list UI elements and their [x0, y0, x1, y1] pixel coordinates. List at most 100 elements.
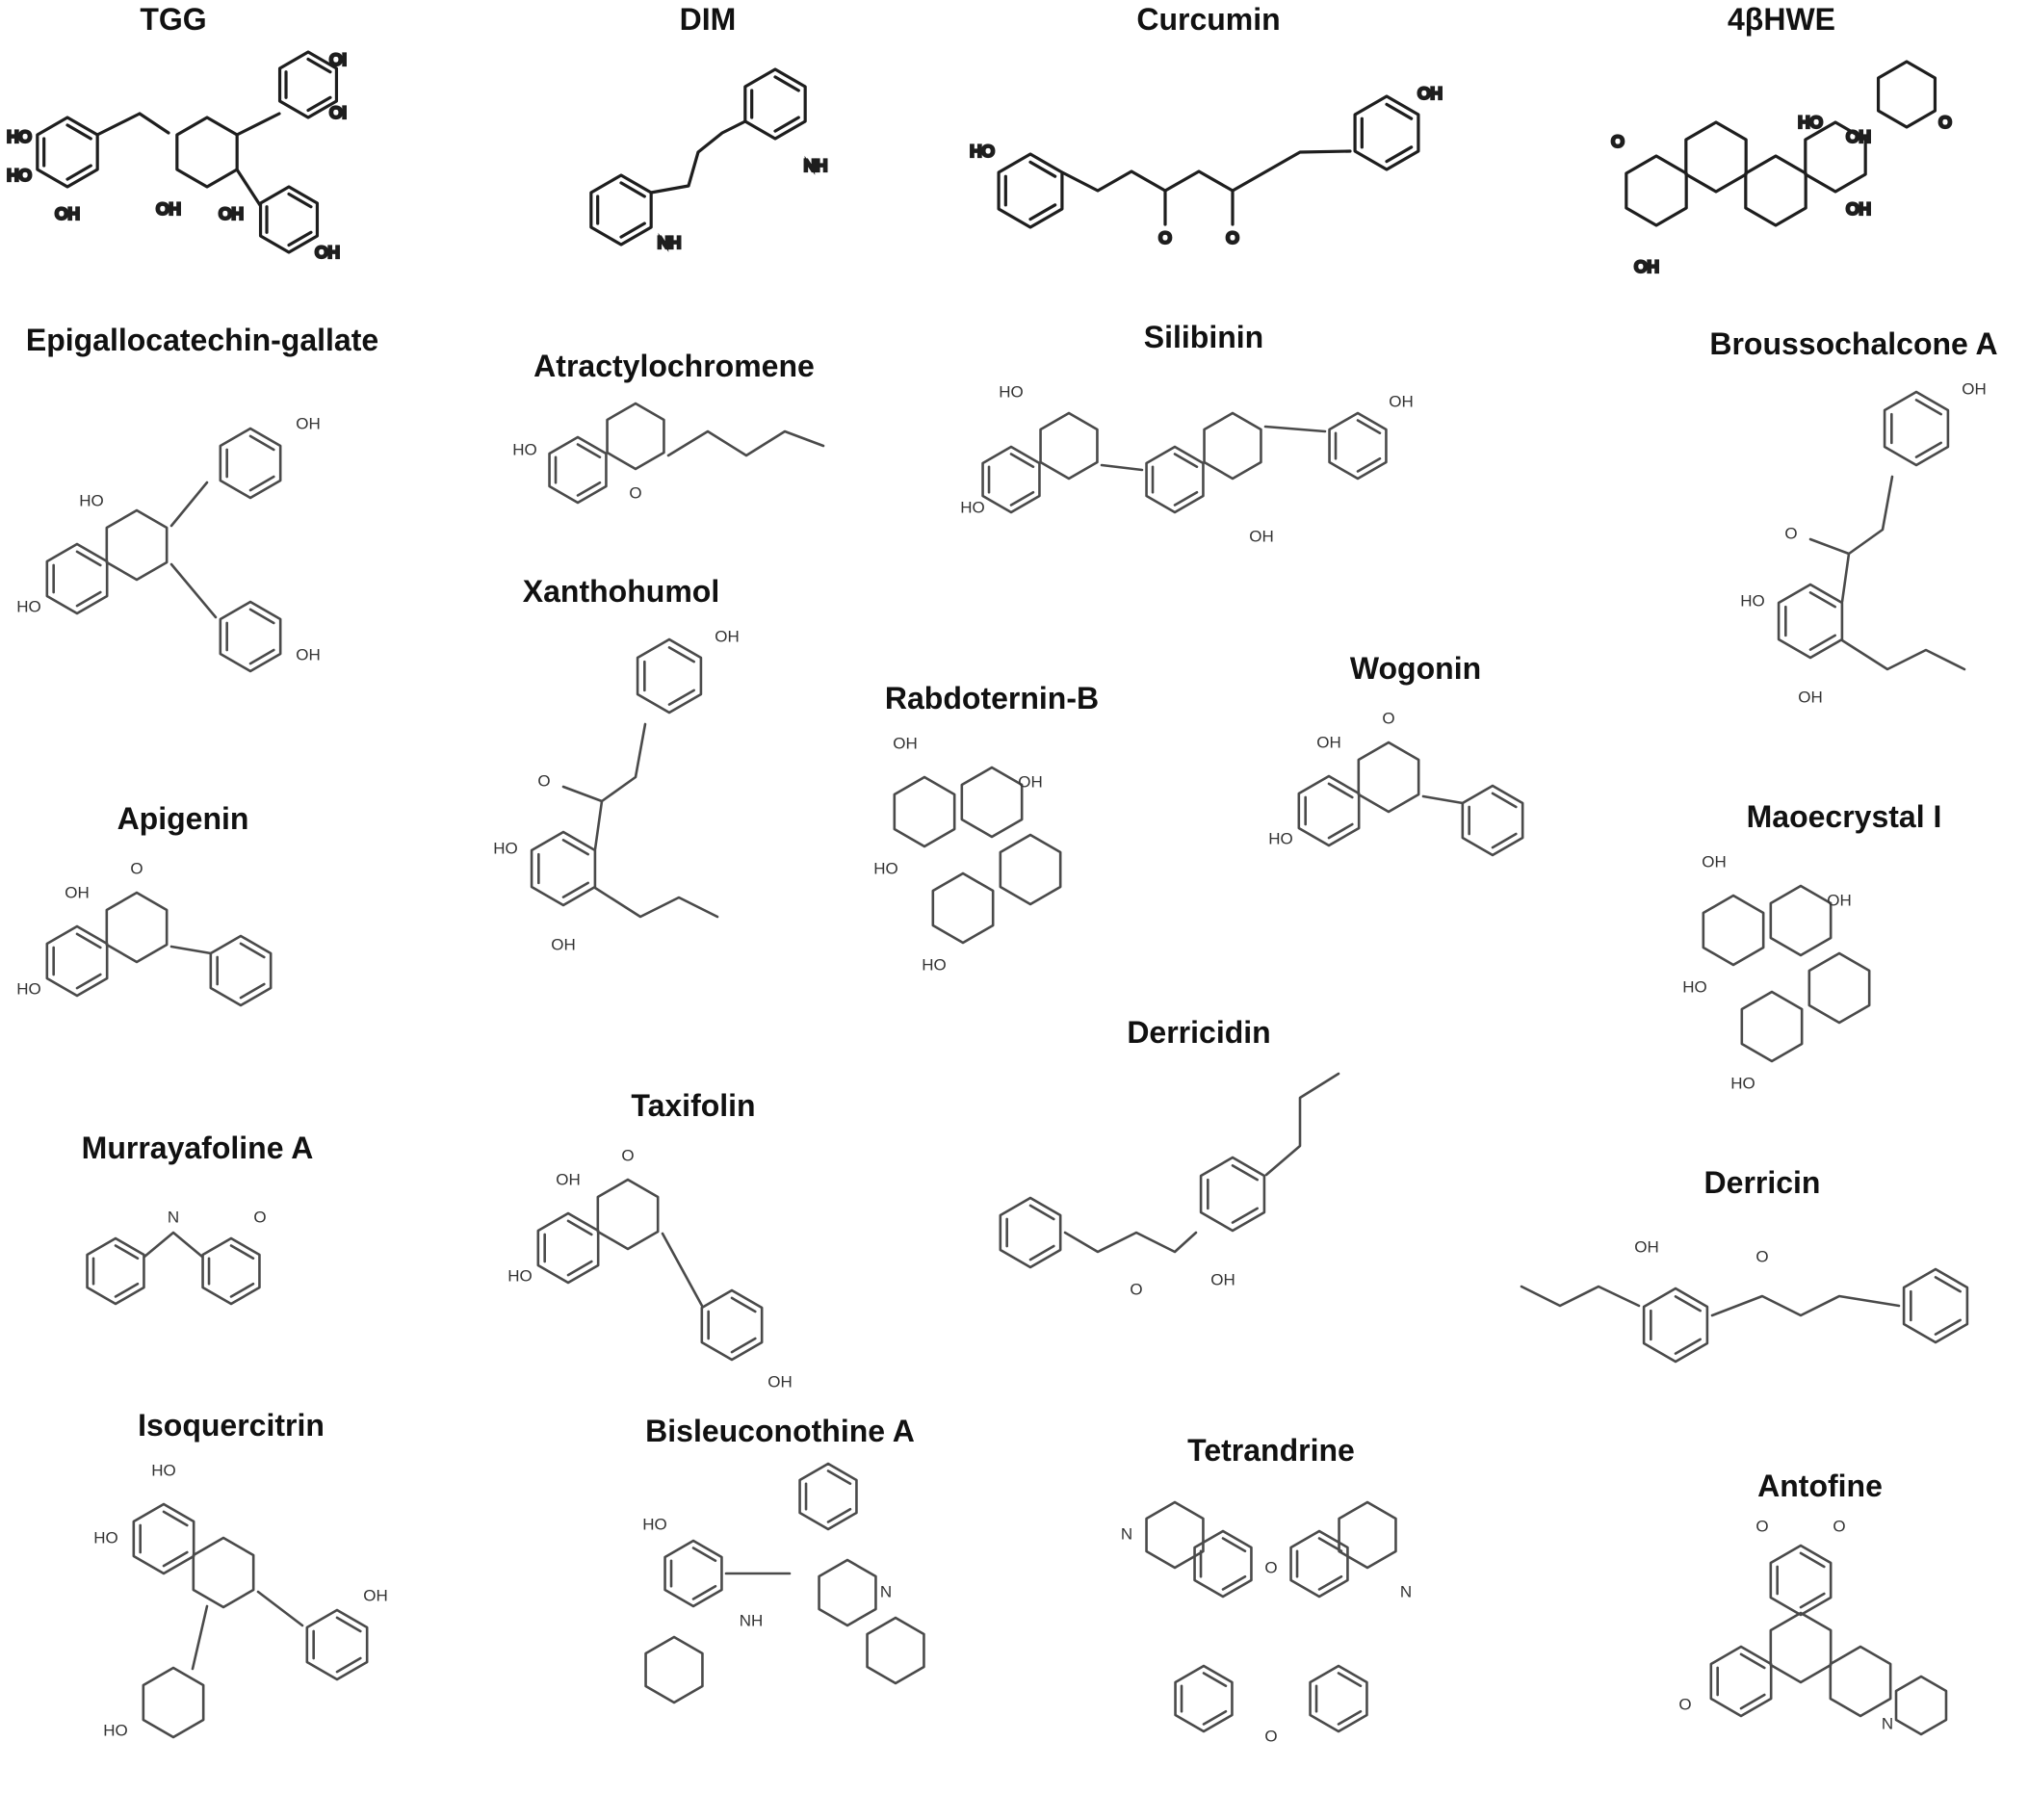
double-bond: [1739, 1652, 1766, 1670]
chemical-structure: OOH: [999, 1072, 1340, 1298]
bond: [235, 168, 262, 207]
double-bond: [1317, 1537, 1343, 1553]
atom-label: HO: [493, 839, 518, 857]
double-bond: [229, 1244, 255, 1261]
double-bond: [75, 932, 102, 949]
compound-name: Tetrandrine: [1187, 1433, 1355, 1468]
chain-bond: [1710, 1294, 1901, 1317]
double-bond: [1221, 1574, 1247, 1591]
ring-bond: [1297, 774, 1361, 847]
ring-bond: [1199, 1156, 1266, 1233]
chemical-structure: HOHOOHOHOHOHOHOH: [6, 49, 347, 263]
double-bond: [1674, 1295, 1702, 1313]
ring-bond: [1145, 445, 1205, 514]
ring-bond: [1174, 1664, 1234, 1733]
ring-bond: [1829, 1645, 1892, 1718]
atom-label: OH: [1846, 199, 1871, 218]
structure-bonds: OOH: [1520, 1237, 1969, 1364]
atom-label: HO: [7, 166, 32, 184]
ring-bond: [931, 871, 995, 945]
double-bond: [691, 1547, 717, 1563]
atom-label: OH: [1634, 257, 1659, 275]
bond: [169, 481, 209, 528]
double-bond: [1799, 1592, 1826, 1609]
atom-label: HO: [960, 498, 985, 516]
bond: [661, 1232, 704, 1308]
chain-bond: [143, 1231, 204, 1259]
ring-bond: [1338, 1500, 1397, 1570]
ring-bond: [960, 766, 1024, 839]
ring-bond: [1145, 1500, 1205, 1570]
double-bond: [335, 1616, 362, 1633]
ring-bond: [1642, 1287, 1709, 1364]
atom-label: O: [621, 1146, 634, 1164]
atom-label: O: [253, 1208, 266, 1226]
double-bond: [691, 1584, 717, 1600]
bond: [1100, 463, 1144, 472]
double-bond: [1934, 1318, 1962, 1336]
double-bond: [1337, 1672, 1363, 1688]
double-bond: [1914, 441, 1942, 458]
double-bond: [1009, 453, 1035, 469]
atom-label: OH: [1962, 379, 1987, 398]
atom-label: OH: [1316, 733, 1341, 751]
atom-label: HO: [507, 1266, 533, 1285]
double-bond: [576, 481, 602, 497]
chemical-structure: OOH: [1520, 1237, 1969, 1364]
atom-label: OH: [219, 204, 244, 222]
atom-label: OH: [1210, 1270, 1235, 1288]
chain-bond: [666, 429, 825, 457]
compound-name: Apigenin: [117, 801, 249, 836]
atom-label: HO: [16, 979, 41, 998]
ring-bond: [1357, 741, 1420, 814]
compound-name: Silibinin: [1143, 320, 1264, 354]
atom-label: HO: [922, 955, 947, 974]
ring-bond: [1902, 1267, 1969, 1344]
atom-label: HO: [79, 491, 104, 509]
bond: [138, 112, 170, 135]
atom-label: OH: [1417, 84, 1443, 102]
structure-bonds: OOH: [999, 1072, 1340, 1298]
ring-bond: [1769, 1611, 1833, 1684]
ring-bond: [1876, 60, 1937, 129]
ring-bond: [596, 1178, 660, 1251]
ring-bond: [1777, 583, 1844, 660]
ring-bond: [1883, 390, 1950, 467]
compound-name: Wogonin: [1349, 651, 1482, 686]
atom-label: HO: [1682, 977, 1707, 996]
double-bond: [75, 590, 102, 608]
atom-label: O: [1611, 132, 1624, 150]
double-bond: [287, 230, 313, 247]
ring-bond: [209, 934, 273, 1007]
bond: [1421, 794, 1465, 805]
compound-name: Isoquercitrin: [138, 1408, 325, 1443]
ring-bond: [997, 152, 1064, 229]
double-bond: [1231, 1164, 1259, 1182]
bond: [1263, 425, 1327, 433]
atom-label: OH: [296, 414, 321, 432]
ring-bond: [606, 402, 665, 471]
atom-label: NH: [804, 156, 828, 174]
ring-bond: [1702, 894, 1765, 967]
double-bond: [65, 123, 92, 141]
atom-label: HO: [873, 859, 898, 877]
double-bond: [566, 1219, 593, 1236]
atom-label: HO: [1730, 1074, 1755, 1092]
